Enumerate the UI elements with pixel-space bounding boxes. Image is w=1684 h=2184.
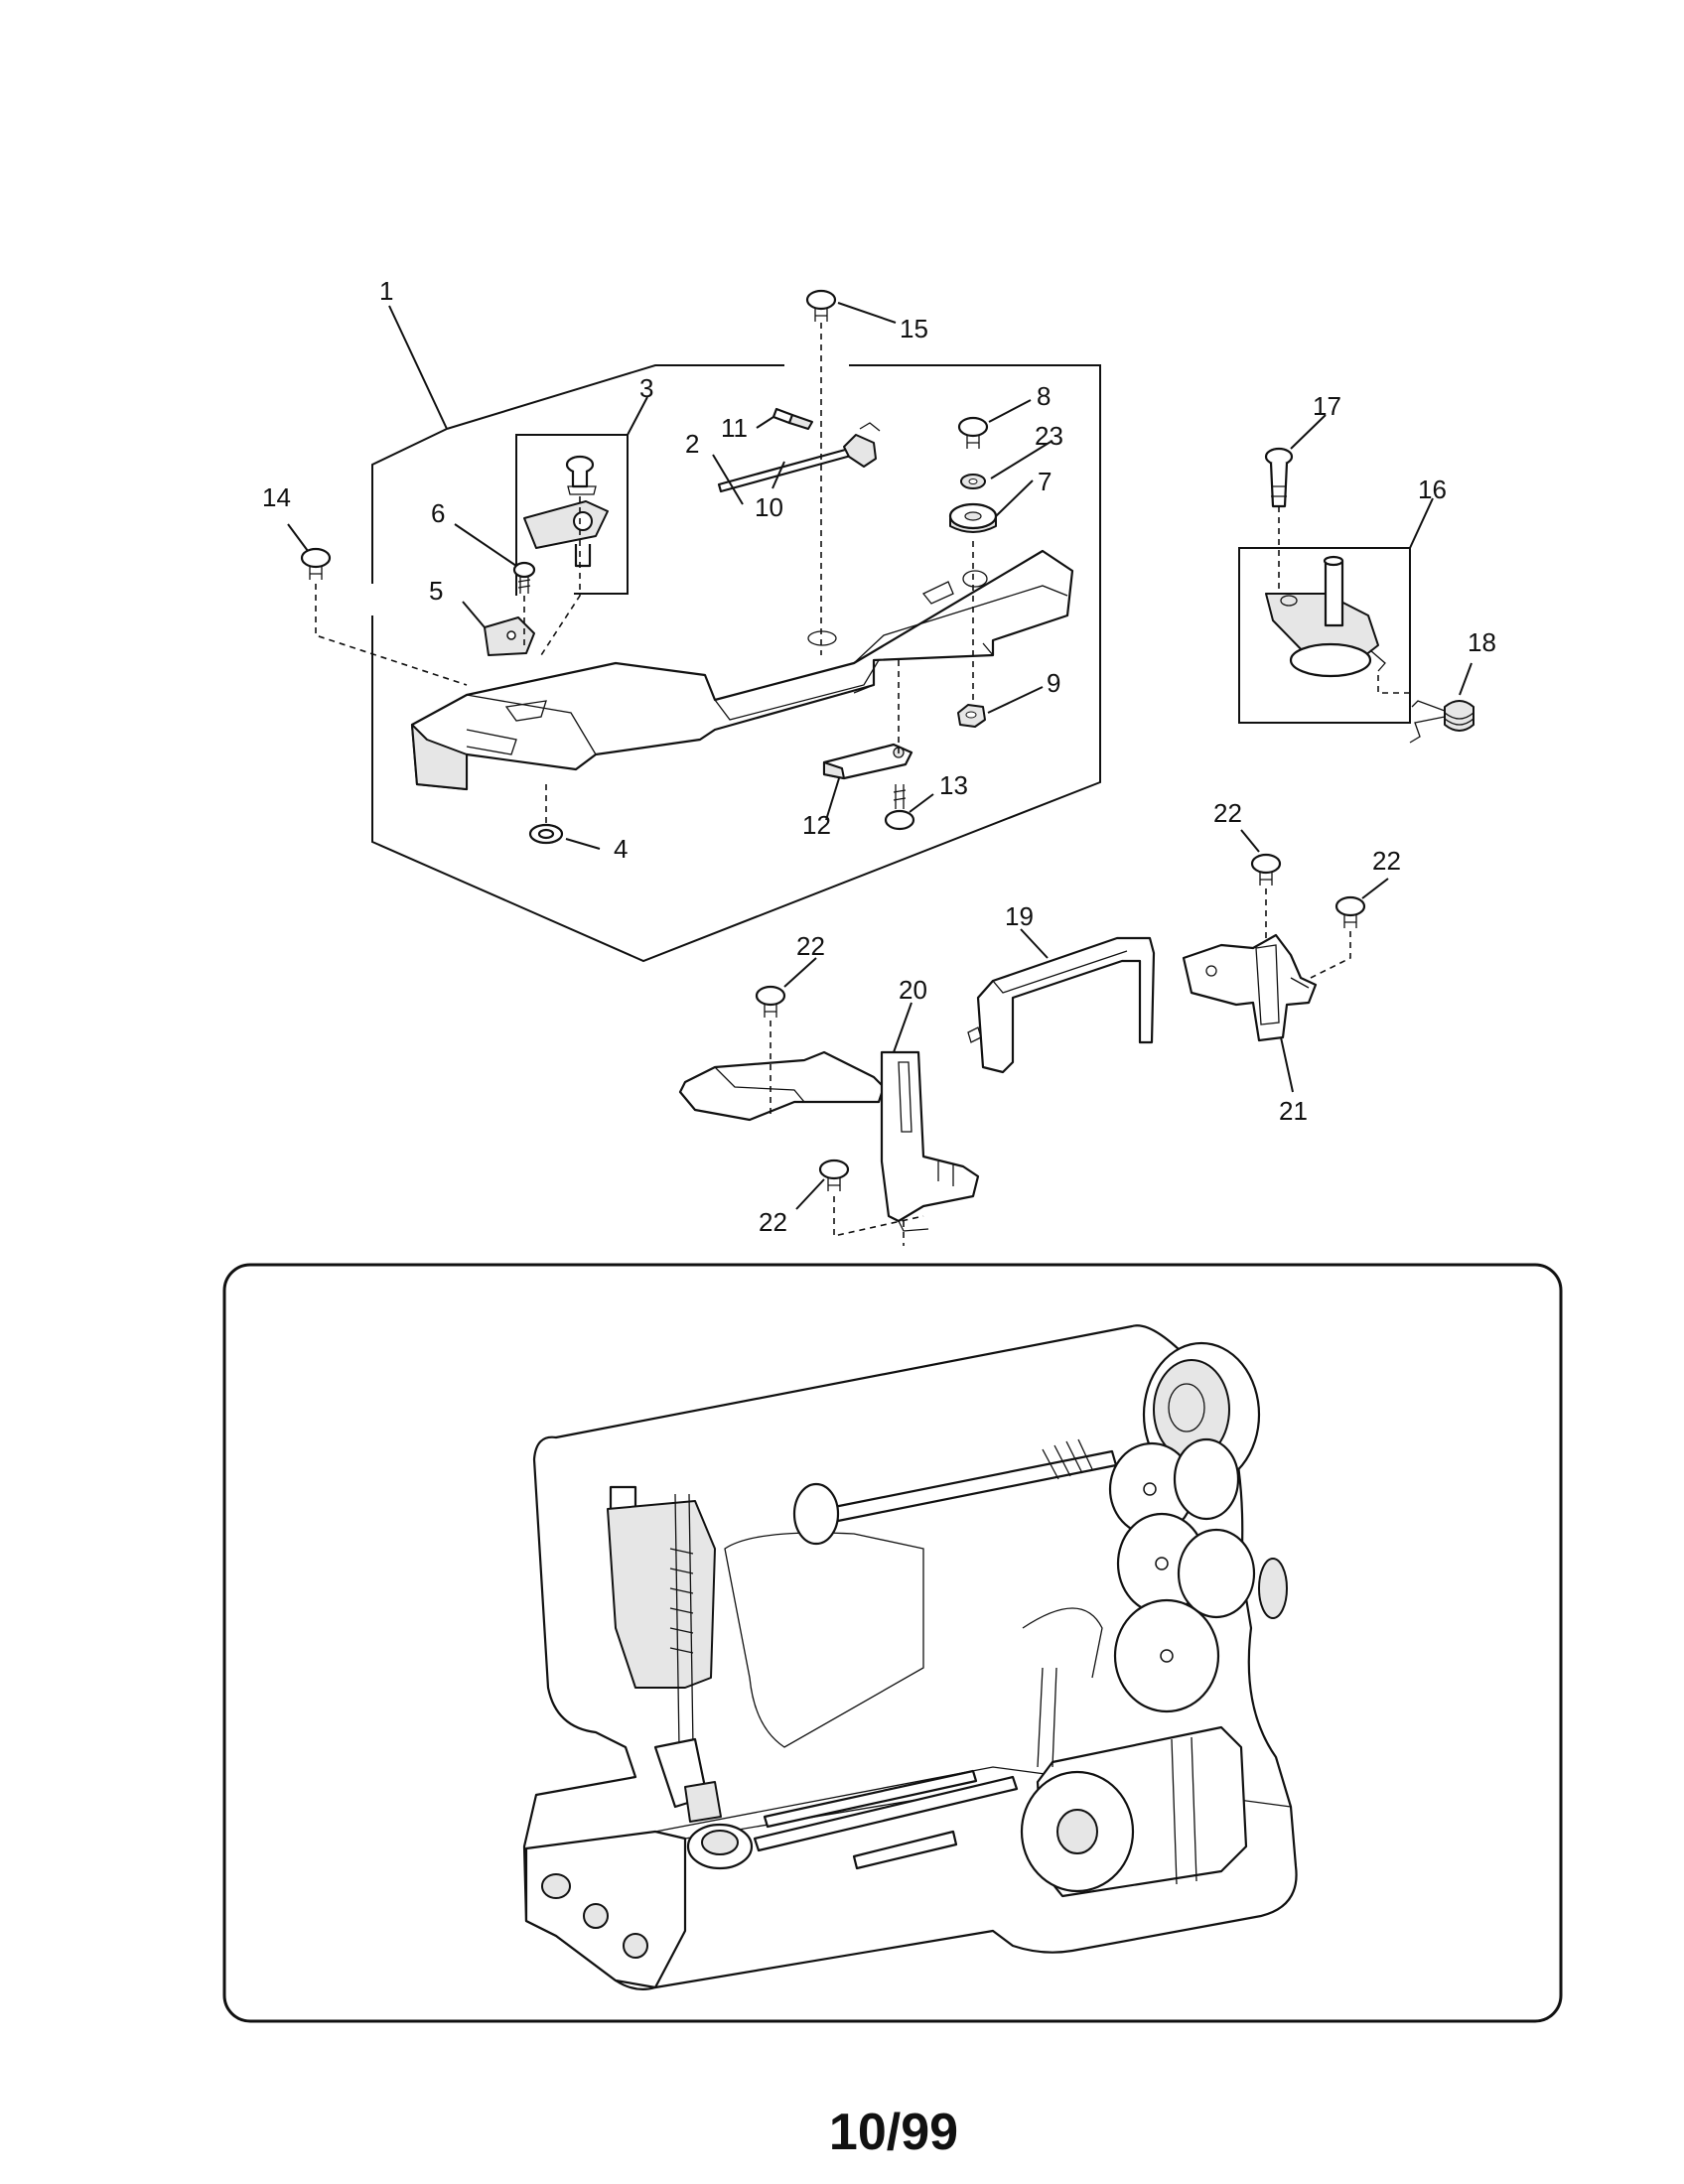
assembly-guides bbox=[315, 323, 1410, 1246]
callout-14: 14 bbox=[262, 482, 291, 512]
reference-view-frame bbox=[222, 1263, 1563, 2023]
part-19-u-bar bbox=[967, 936, 1156, 1074]
callout-16: 16 bbox=[1418, 475, 1447, 504]
callout-13: 13 bbox=[939, 770, 968, 800]
assembly-16 bbox=[1238, 547, 1411, 724]
page-code-text: 10/99 bbox=[828, 2104, 959, 2161]
part-21-bracket bbox=[1182, 933, 1318, 1042]
callout-9: 9 bbox=[1047, 668, 1060, 698]
page-code: 10/99 bbox=[0, 2103, 1684, 2162]
assembly-1-bracket bbox=[371, 364, 1101, 963]
part-6-screw bbox=[512, 561, 536, 594]
part-14-screw bbox=[300, 547, 332, 580]
callout-5: 5 bbox=[429, 576, 443, 606]
part-7-bushing bbox=[948, 502, 998, 533]
callout-8: 8 bbox=[1037, 381, 1051, 411]
base-plate bbox=[410, 549, 1074, 791]
part-9-nut bbox=[957, 704, 986, 728]
part-8-screw bbox=[957, 416, 989, 449]
part-15-screw bbox=[805, 289, 837, 322]
part-22-screw-a bbox=[1250, 853, 1282, 886]
callout-10: 10 bbox=[755, 492, 783, 522]
part-10-shaft bbox=[717, 422, 881, 493]
callout-12: 12 bbox=[802, 810, 831, 840]
callout-15: 15 bbox=[900, 314, 928, 343]
leader-lines bbox=[287, 302, 1473, 1210]
callout-2: 2 bbox=[685, 429, 699, 459]
callout-22-d: 22 bbox=[759, 1207, 787, 1237]
callout-1: 1 bbox=[379, 276, 393, 306]
callout-labels: 1 2 3 4 5 6 7 8 9 10 11 12 13 14 15 16 1… bbox=[262, 276, 1496, 1237]
part-22-screw-c bbox=[755, 985, 786, 1018]
callout-22-a: 22 bbox=[1213, 798, 1242, 828]
callout-23: 23 bbox=[1035, 421, 1063, 451]
callout-22-b: 22 bbox=[1372, 846, 1401, 876]
callout-19: 19 bbox=[1005, 901, 1034, 931]
sewing-machine-illustration bbox=[522, 1324, 1298, 1990]
callout-6: 6 bbox=[431, 498, 445, 528]
callout-20: 20 bbox=[899, 975, 927, 1005]
part-5-bracket bbox=[484, 616, 535, 656]
part-20-bracket bbox=[678, 1050, 980, 1232]
part-22-screw-b bbox=[1334, 895, 1366, 928]
part-17-screw bbox=[1264, 447, 1294, 508]
callout-3: 3 bbox=[639, 373, 653, 403]
callout-21: 21 bbox=[1279, 1096, 1308, 1126]
part-18-spring bbox=[1409, 700, 1474, 744]
callout-4: 4 bbox=[614, 834, 628, 864]
part-13-screw bbox=[884, 784, 915, 831]
callout-18: 18 bbox=[1468, 627, 1496, 657]
part-3-plate bbox=[523, 455, 609, 568]
callout-11: 11 bbox=[721, 413, 748, 443]
part-22-screw-d bbox=[818, 1159, 850, 1191]
callout-17: 17 bbox=[1313, 391, 1341, 421]
callout-22-c: 22 bbox=[796, 931, 825, 961]
part-23-washer bbox=[960, 474, 986, 489]
part-4-washer bbox=[528, 823, 564, 845]
callout-7: 7 bbox=[1038, 467, 1052, 496]
part-11-pin bbox=[772, 407, 813, 430]
